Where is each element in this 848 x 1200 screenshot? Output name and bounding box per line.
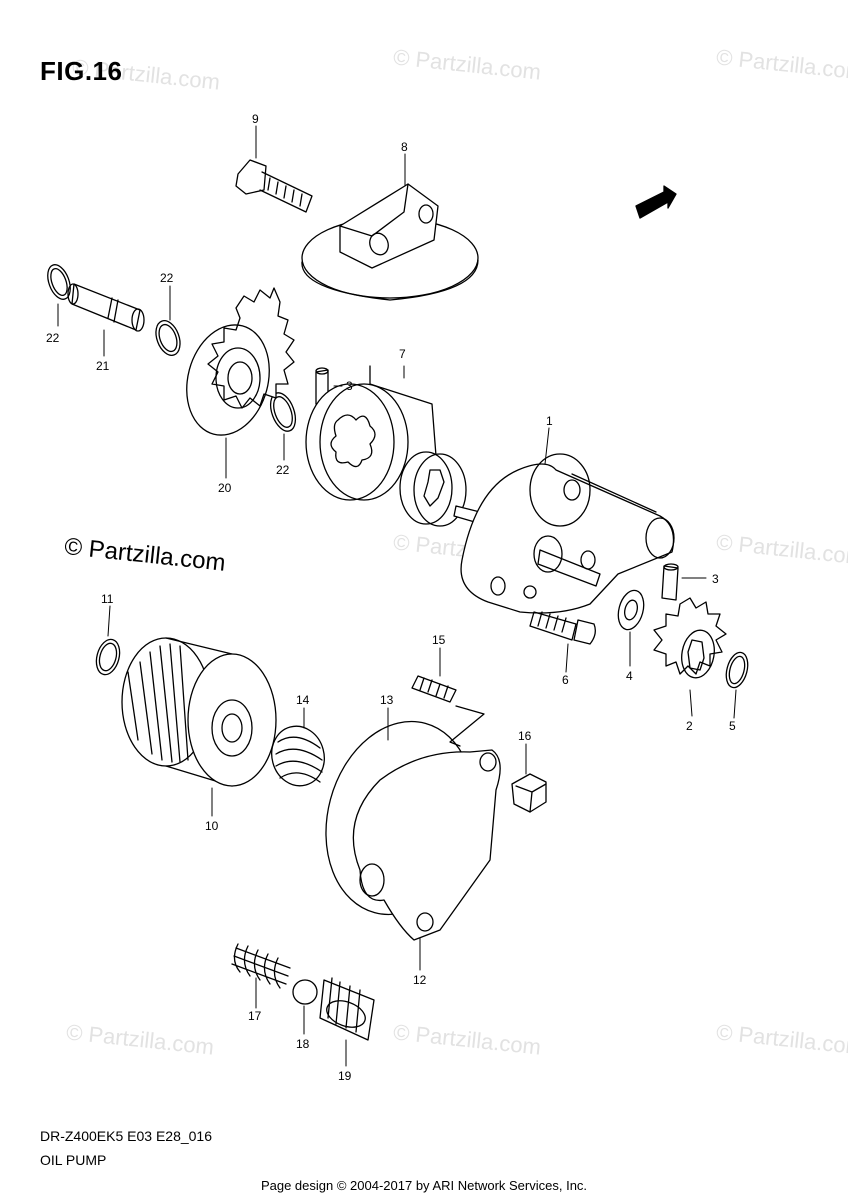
part-21-shaft [67,283,145,332]
callout-12: 12 [413,973,427,987]
part-7-rotor-bracket [369,365,437,457]
part-7-inner-rotor [399,451,467,527]
callout-5: 5 [729,719,736,733]
callout-2: 2 [686,719,693,733]
callout-17: 17 [248,1009,262,1023]
part-17-spring [231,943,291,989]
part-2-drive-gear [653,597,727,679]
callout-21: 21 [96,359,110,373]
part-20-driven-gear [186,287,295,436]
part-4-washer [617,589,645,631]
callout-15: 15 [432,633,446,647]
callout-7: 7 [399,347,406,361]
part-3-dowel-pin [661,563,679,601]
callout-22: 22 [160,271,174,285]
section-name: OIL PUMP [40,1152,107,1168]
part-16-cap-nut [511,773,547,813]
part-7-outer-rotor [305,383,409,501]
callout-14: 14 [296,693,310,707]
part-8-cap [301,183,479,301]
leader-lines [57,125,737,1067]
callout-18: 18 [296,1037,310,1051]
callout-1: 1 [546,414,553,428]
figure-title: FIG.16 [40,56,123,86]
part-12-cover [352,749,501,941]
part-6-screw [529,611,596,645]
part-22-circlip [155,320,181,356]
part-14-spring [271,725,325,787]
callout-9: 9 [252,112,259,126]
part-1-pump-body [453,453,675,614]
callout-labels: 9 8 22 22 21 7 3 1 22 20 3 11 15 4 6 14 … [46,112,736,1083]
model-code: DR-Z400EK5 E03 E28_016 [40,1128,212,1144]
callout-22: 22 [46,331,60,345]
part-5-circlip [725,651,749,689]
part-19-plug [319,977,375,1041]
callout-22: 22 [276,463,290,477]
part-10-oil-filter [121,637,277,787]
part-18-ball [292,979,318,1005]
callout-6: 6 [562,673,569,687]
callout-8: 8 [401,140,408,154]
callout-20: 20 [218,481,232,495]
fwd-arrow-icon [635,185,677,219]
callout-13: 13 [380,693,394,707]
part-11-o-ring [95,638,121,676]
footer-copyright: Page design © 2004-2017 by ARI Network S… [260,1178,588,1193]
callout-19: 19 [338,1069,352,1083]
callout-4: 4 [626,669,633,683]
callout-11: 11 [101,592,114,606]
part-9-bolt [235,159,313,213]
callout-10: 10 [205,819,219,833]
part-22-circlip [47,264,71,300]
callout-3: 3 [346,379,353,393]
callout-3: 3 [712,572,719,586]
callout-16: 16 [518,729,532,743]
